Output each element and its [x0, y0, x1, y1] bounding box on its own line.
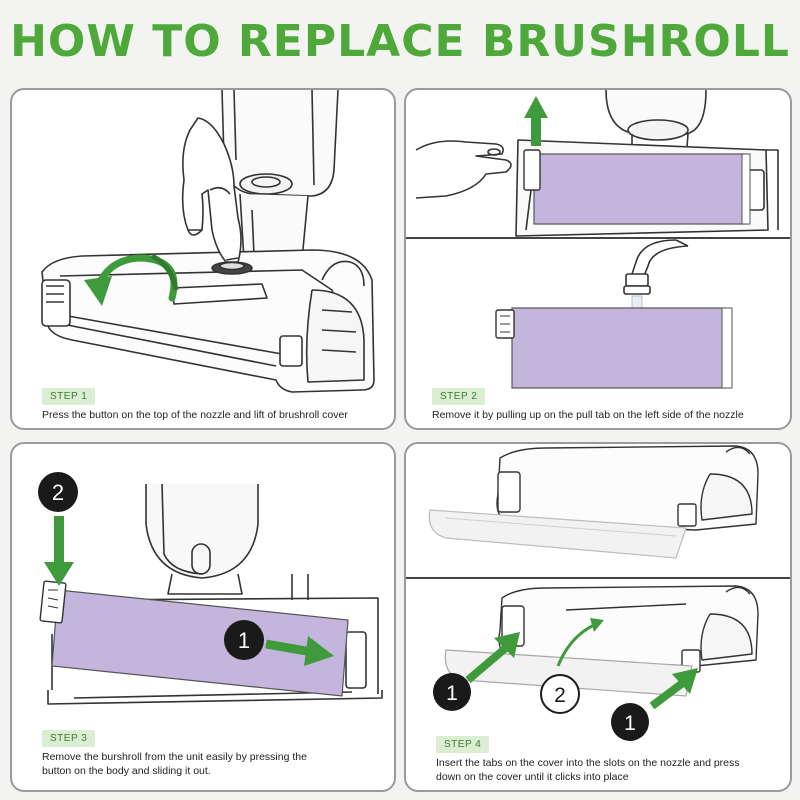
step-3-panel: 2 1 STEP 3 Remove the burshroll from the… — [10, 442, 396, 792]
step-2-panel: STEP 2 Remove it by pulling up on the pu… — [404, 88, 792, 430]
step-3-marker-1: 1 — [238, 628, 250, 653]
page-title: HOW TO REPLACE BRUSHROLL — [10, 16, 790, 67]
step-3-description-line-1: Remove the burshroll from the unit easil… — [42, 751, 307, 763]
step-4-marker-2: 2 — [554, 684, 566, 707]
step-2-description: Remove it by pulling up on the pull tab … — [432, 409, 744, 421]
step-4-marker-1-right: 1 — [624, 712, 636, 735]
step-4-badge: STEP 4 — [436, 736, 490, 753]
step-2-illustration — [406, 90, 790, 389]
step-1-badge: STEP 1 — [42, 388, 96, 405]
step-4-description-line-1: Insert the tabs on the cover into the sl… — [436, 757, 740, 769]
step-3-marker-2: 2 — [52, 480, 64, 505]
step-4-marker-1-left: 1 — [446, 682, 458, 705]
step-3-illustration: 2 1 — [38, 472, 383, 705]
step-1-panel: STEP 1 Press the button on the top of th… — [10, 88, 396, 430]
step-1-description: Press the button on the top of the nozzl… — [42, 409, 348, 421]
step-4-description-line-2: down on the cover until it clicks into p… — [436, 771, 629, 783]
step-4-illustration: 1 2 1 — [406, 445, 790, 741]
step-3-description-line-2: button on the body and sliding it out. — [42, 765, 211, 777]
step-2-badge: STEP 2 — [432, 388, 486, 405]
step-1-illustration — [41, 90, 375, 393]
step-3-badge: STEP 3 — [42, 730, 96, 747]
step-4-panel: 1 2 1 STEP 4 Insert the tabs on the cove… — [404, 442, 792, 792]
